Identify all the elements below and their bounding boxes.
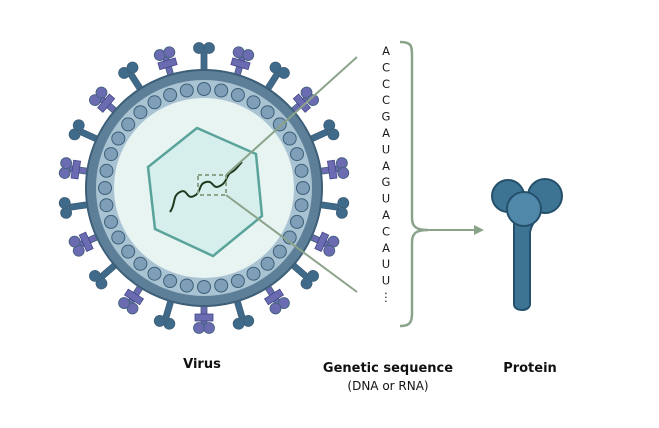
sequence-brace (399, 40, 429, 328)
matrix-bead (230, 88, 245, 102)
label-genetic-sequence: Genetic sequence (322, 361, 454, 376)
protein-icon (491, 178, 563, 312)
matrix-bead (246, 266, 261, 281)
connector-upper (225, 56, 358, 176)
matrix-bead (246, 95, 261, 110)
matrix-bead (99, 198, 114, 213)
sequence-letter: G (382, 110, 391, 124)
matrix-bead (214, 278, 229, 293)
matrix-bead (197, 280, 211, 294)
matrix-bead (121, 244, 136, 259)
matrix-bead (272, 244, 287, 259)
matrix-bead (282, 131, 297, 146)
matrix-beads (98, 82, 310, 294)
arrow-head (474, 225, 484, 235)
matrix-bead (230, 274, 245, 288)
matrix-bead (179, 278, 194, 293)
sequence-letter: U (382, 257, 390, 271)
sequence-letter: A (382, 44, 390, 58)
matrix-bead (260, 256, 275, 271)
rna-strand (169, 161, 243, 213)
spike-proteins (58, 42, 350, 334)
matrix-bead (98, 181, 112, 195)
matrix-bead (104, 214, 118, 229)
matrix-bead (197, 82, 211, 96)
matrix-bead (260, 105, 275, 120)
spike-protein (89, 258, 122, 290)
sequence-letter: U (382, 192, 390, 206)
matrix-bead (99, 163, 114, 178)
label-genetic-sequence-sub: (DNA or RNA) (347, 379, 429, 393)
label-protein: Protein (503, 361, 557, 376)
sequence-letter: A (382, 241, 390, 255)
sequence-letter: C (382, 224, 390, 238)
matrix-bead (147, 266, 162, 281)
matrix-bead (290, 214, 304, 229)
zoom-box (197, 174, 227, 196)
connector-lower (225, 194, 358, 293)
sequence-letter: U (382, 274, 390, 288)
matrix-bead (290, 147, 304, 162)
spike-protein (68, 231, 104, 257)
sequence-letter: C (382, 93, 390, 107)
matrix-bead (163, 88, 178, 102)
sequence-letter: C (382, 60, 390, 74)
matrix-bead (163, 274, 178, 288)
matrix-bead (111, 230, 126, 245)
sequence-letter: A (382, 208, 390, 222)
capsid (146, 126, 264, 258)
sequence-letter: A (382, 126, 390, 140)
matrix-bead (133, 256, 148, 271)
matrix-bead (121, 117, 136, 132)
matrix-bead (147, 95, 162, 110)
sequence-letter: U (382, 142, 390, 156)
sequence-letter: G (382, 175, 391, 189)
matrix-bead (214, 83, 229, 98)
spike-protein (304, 231, 340, 257)
protein-lobe-center (506, 191, 542, 227)
matrix-bead (272, 117, 287, 132)
sequence-letter: A (382, 159, 390, 173)
matrix-bead (179, 83, 194, 98)
matrix-bead (133, 105, 148, 120)
matrix-bead (294, 198, 309, 213)
matrix-bead (294, 163, 309, 178)
matrix-bead (111, 131, 126, 146)
sequence-letter: ⋮ (380, 290, 392, 304)
sequence-letter: C (382, 77, 390, 91)
matrix-bead (296, 181, 310, 195)
matrix-bead (104, 147, 118, 162)
spike-protein (193, 299, 215, 334)
label-virus: Virus (183, 357, 221, 372)
